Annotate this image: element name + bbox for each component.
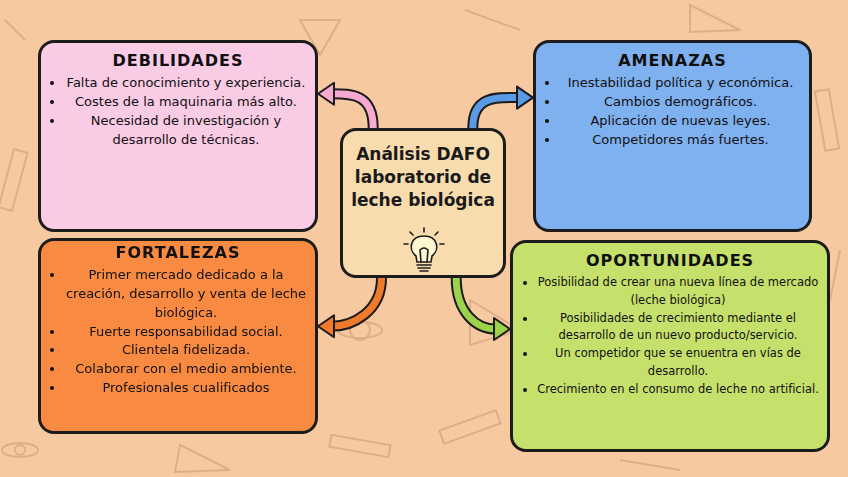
bullet-text: Fuerte responsabilidad social. — [89, 324, 282, 339]
center-title: Análisis DAFO laboratorio de leche bioló… — [343, 143, 503, 212]
bullet-text: Posibilidades de crecimiento mediante el… — [559, 311, 798, 343]
section-heading: AMENAZAS — [536, 51, 809, 70]
bullet-text: Falta de conocimiento y experiencia. — [67, 75, 306, 90]
bullet-item: Aplicación de nuevas leyes. — [560, 112, 801, 131]
bullet-item: Necesidad de investigación y desarrollo … — [65, 112, 307, 150]
bullet-item: Un competidor que se enuentra en vías de… — [537, 345, 819, 381]
bullet-item: Fuerte responsabilidad social. — [65, 323, 307, 342]
bullet-list: Falta de conocimiento y experiencia. Cost… — [41, 74, 315, 149]
bullet-item: Inestabilidad política y económica. — [560, 74, 801, 93]
bullet-list: Posibilidad de crear una nueva línea de … — [513, 274, 827, 399]
bullet-text: Colaborar con el medio ambiente. — [75, 361, 296, 376]
opportunity-box: OPORTUNIDADES Posibilidad de crear una nu… — [510, 240, 830, 452]
section-heading: DEBILIDADES — [41, 51, 315, 70]
bullet-item: Falta de conocimiento y experiencia. — [65, 74, 307, 93]
bullet-text: Crecimiento en el consumo de leche no ar… — [537, 382, 819, 396]
bullet-list: Inestabilidad política y económica. Cambi… — [536, 74, 809, 149]
bullet-item: Profesionales cualificados — [65, 379, 307, 398]
bullet-item: Posibilidades de crecimiento mediante el… — [537, 310, 819, 346]
bullet-list: Primer mercado dedicado a la creación, d… — [41, 266, 315, 398]
bullet-text: Primer mercado dedicado a la creación, d… — [66, 267, 306, 320]
bullet-item: Colaborar con el medio ambiente. — [65, 360, 307, 379]
bullet-item: Clientela fidelizada. — [65, 341, 307, 360]
bullet-text: Profesionales cualificados — [102, 380, 269, 395]
threat-box: AMENAZAS Inestabilidad política y económi… — [533, 40, 812, 232]
bullet-text: Necesidad de investigación y desarrollo … — [91, 113, 281, 147]
curved-arrow — [473, 87, 533, 128]
bullet-text: Inestabilidad política y económica. — [568, 75, 794, 90]
bullet-item: Competidores más fuertes. — [560, 131, 801, 150]
section-heading: OPORTUNIDADES — [513, 251, 827, 270]
bullet-text: Un competidor que se enuentra en vías de… — [555, 346, 801, 378]
bullet-text: Posibilidad de crear una nueva línea de … — [538, 275, 819, 307]
weakness-box: DEBILIDADES Falta de conocimiento y exper… — [38, 40, 318, 232]
curved-arrow — [318, 83, 373, 128]
bullet-item: Costes de la maquinaria más alto. — [65, 93, 307, 112]
curved-arrow — [318, 278, 382, 337]
bullet-item: Crecimiento en el consumo de leche no ar… — [537, 381, 819, 399]
section-heading: FORTALEZAS — [41, 243, 315, 262]
curved-arrow — [456, 278, 510, 340]
strength-box: FORTALEZAS Primer mercado dedicado a la c… — [38, 238, 318, 434]
bullet-item: Primer mercado dedicado a la creación, d… — [65, 266, 307, 323]
bullet-text: Clientela fidelizada. — [122, 342, 250, 357]
bullet-item: Posibilidad de crear una nueva línea de … — [537, 274, 819, 310]
bullet-text: Cambios demográficos. — [604, 94, 757, 109]
bullet-item: Cambios demográficos. — [560, 93, 801, 112]
bullet-text: Costes de la maquinaria más alto. — [75, 94, 297, 109]
bullet-text: Aplicación de nuevas leyes. — [590, 113, 770, 128]
bullet-text: Competidores más fuertes. — [592, 132, 769, 147]
lightbulb-icon — [402, 226, 446, 276]
